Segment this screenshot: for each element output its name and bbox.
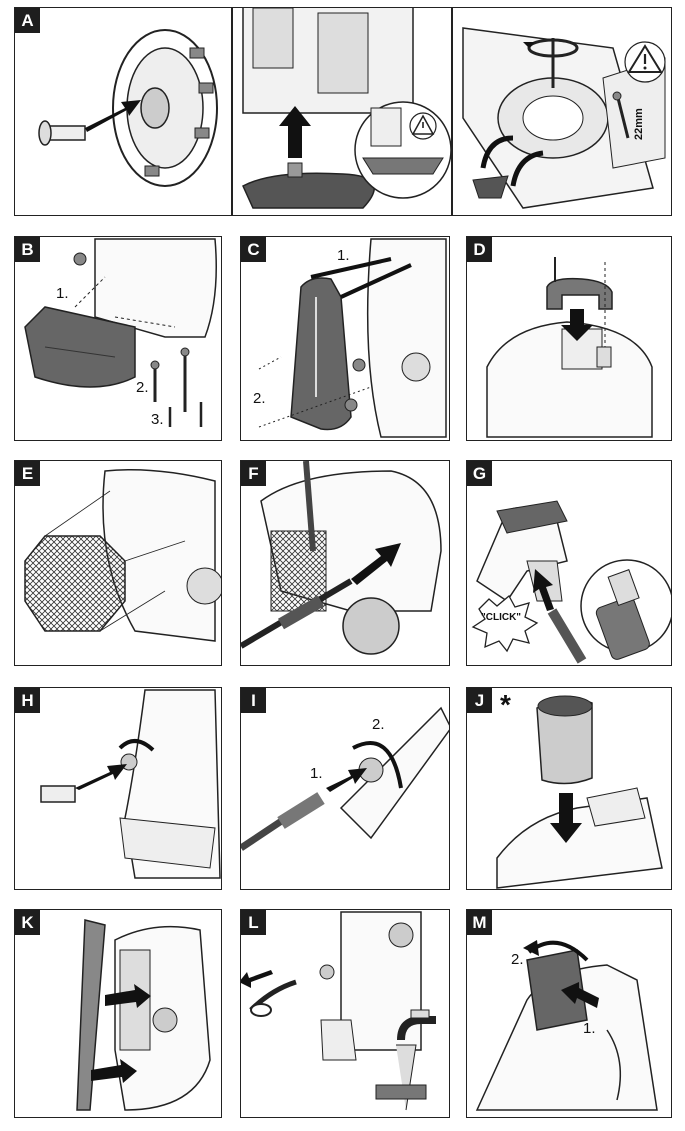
panel-d-tag: D xyxy=(467,237,492,262)
panel-g-click-text: "CLICK" xyxy=(481,612,522,623)
panel-k: K xyxy=(14,909,222,1118)
panel-a-drawing xyxy=(38,29,218,187)
panel-l-drawing xyxy=(241,911,436,1111)
panel-i-step-2: 2. xyxy=(372,716,385,733)
panel-d: D xyxy=(466,236,672,441)
panel-b-step-2: 2. xyxy=(136,379,149,396)
panel-b-drawing xyxy=(24,238,217,427)
panel-b-tag: B xyxy=(15,237,40,262)
panel-l-tag: L xyxy=(241,910,266,935)
panel-e: E xyxy=(14,460,222,666)
panel-i-tag: I xyxy=(241,688,266,713)
panel-i-drawing xyxy=(241,706,449,851)
panel-g: G "CLICK" xyxy=(466,460,672,666)
panel-b-step-1: 1. xyxy=(56,285,69,302)
panel-m: M 2. 1. xyxy=(466,909,672,1118)
panel-f-drawing xyxy=(241,461,442,655)
panel-j-drawing xyxy=(496,695,663,889)
panel-j-tag: J xyxy=(467,688,492,713)
panel-b: B 1. 2. 3. xyxy=(14,236,222,441)
panel-h-tag: H xyxy=(15,688,40,713)
panel-i-step-1: 1. xyxy=(310,765,323,782)
panel-f-tag: F xyxy=(241,461,266,486)
panel-a2-drawing xyxy=(242,8,451,209)
panel-c-step-1: 1. xyxy=(337,247,350,264)
panel-e-tag: E xyxy=(15,461,40,486)
panel-g-tag: G xyxy=(467,461,492,486)
panel-h: H xyxy=(14,687,222,890)
screw-icon xyxy=(612,91,630,139)
panel-a: A xyxy=(14,7,232,216)
panel-m-tag: M xyxy=(467,910,492,935)
panel-h-drawing xyxy=(40,689,221,879)
panel-c: C 1. 2. xyxy=(240,236,450,441)
panel-m-drawing xyxy=(475,940,658,1111)
warning-triangle-icon xyxy=(409,112,437,140)
panel-i: I 1. 2. xyxy=(240,687,450,890)
panel-m-step-2: 2. xyxy=(511,951,524,968)
panel-d-drawing xyxy=(486,257,653,438)
panel-a2 xyxy=(232,7,452,216)
panel-j-note-mark: * xyxy=(500,689,511,720)
panel-k-tag: K xyxy=(15,910,40,935)
panel-j: J * xyxy=(466,687,672,890)
panel-c-step-2: 2. xyxy=(253,390,266,407)
panel-a-tag: A xyxy=(15,8,40,33)
panel-a3: 22mm xyxy=(452,7,672,216)
panel-b-step-3: 3. xyxy=(151,411,164,428)
panel-a3-drawing xyxy=(462,27,666,209)
panel-a-dimension: 22mm xyxy=(633,108,645,140)
panel-l: L xyxy=(240,909,450,1118)
panel-e-drawing xyxy=(24,469,221,642)
panel-k-drawing xyxy=(76,919,211,1111)
panel-c-drawing xyxy=(258,238,447,438)
panel-f: F xyxy=(240,460,450,666)
panel-c-tag: C xyxy=(241,237,266,262)
panel-m-step-1: 1. xyxy=(583,1020,596,1037)
arrow-icon xyxy=(85,100,141,132)
warning-triangle-icon xyxy=(624,41,666,83)
panel-g-drawing xyxy=(471,500,671,664)
